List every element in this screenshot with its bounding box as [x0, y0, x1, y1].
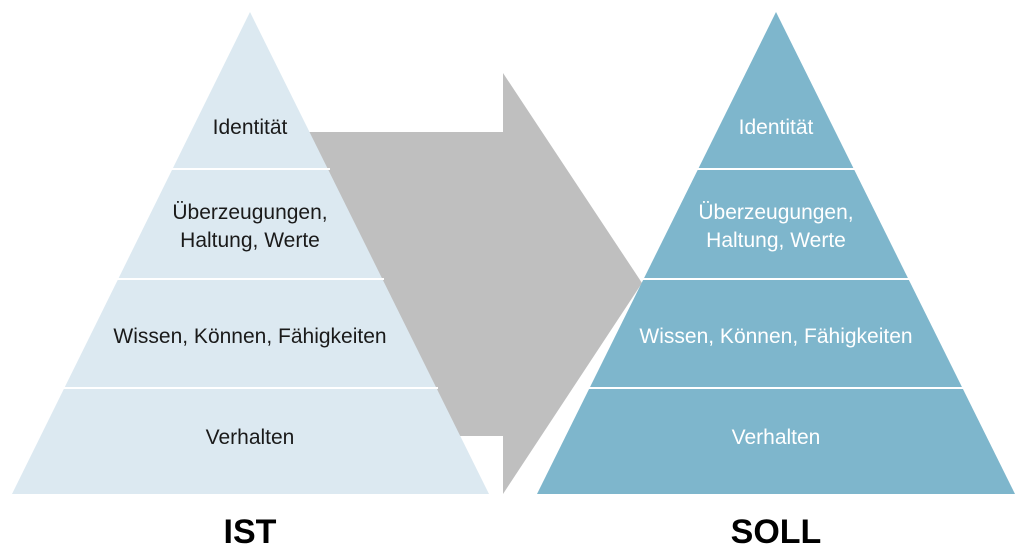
ist-pyramid: Identität Überzeugungen, Haltung, Werte … [12, 12, 489, 494]
ist-tier-knowledge-label: Wissen, Können, Fähigkeiten [113, 325, 386, 348]
ist-tier-beliefs-label-line1: Überzeugungen, [172, 201, 327, 224]
soll-pyramid: Identität Überzeugungen, Haltung, Werte … [537, 12, 1015, 494]
soll-pyramid-body [537, 12, 1015, 494]
ist-pyramid-body [12, 12, 489, 494]
ist-tier-behavior-label: Verhalten [206, 426, 295, 449]
soll-tier-knowledge-label: Wissen, Können, Fähigkeiten [639, 325, 912, 348]
ist-tier-beliefs-label-line2: Haltung, Werte [180, 229, 320, 252]
soll-tier-identity-label: Identität [739, 116, 814, 139]
soll-tier-behavior-label: Verhalten [732, 426, 821, 449]
soll-tier-beliefs-label-line2: Haltung, Werte [706, 229, 846, 252]
soll-caption: SOLL [731, 513, 822, 551]
ist-caption: IST [224, 513, 277, 551]
soll-tier-beliefs-label-line1: Überzeugungen, [698, 201, 853, 224]
ist-tier-identity-label: Identität [213, 116, 288, 139]
